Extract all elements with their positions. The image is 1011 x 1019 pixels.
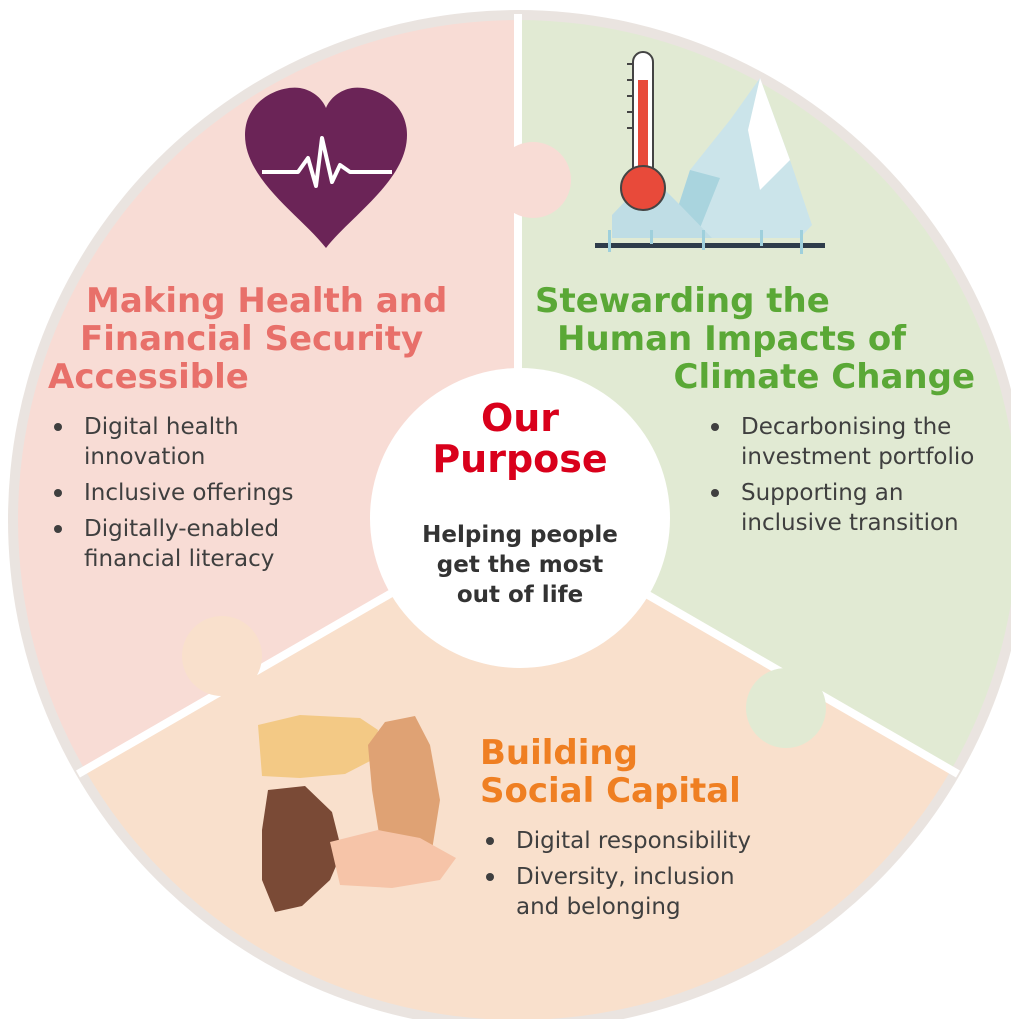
social-bullets: Digital responsibility Diversity, inclus… <box>480 826 751 928</box>
joined-hands-icon <box>258 715 456 912</box>
health-bullet-2: Inclusive offerings <box>48 478 294 508</box>
puzzle-knob-climate <box>746 668 826 748</box>
puzzle-knob-health <box>495 142 571 218</box>
center-circle <box>370 368 670 668</box>
social-title: Building Social Capital <box>480 733 741 811</box>
health-title: Making Health and Financial Security Acc… <box>48 281 448 397</box>
puzzle-knob-social <box>182 616 262 696</box>
social-bullet-1: Digital responsibility <box>480 826 751 856</box>
thermometer-iceberg-icon <box>595 51 825 254</box>
heart-pulse-icon <box>245 87 407 248</box>
climate-title: Stewarding the Human Impacts of Climate … <box>535 281 975 397</box>
